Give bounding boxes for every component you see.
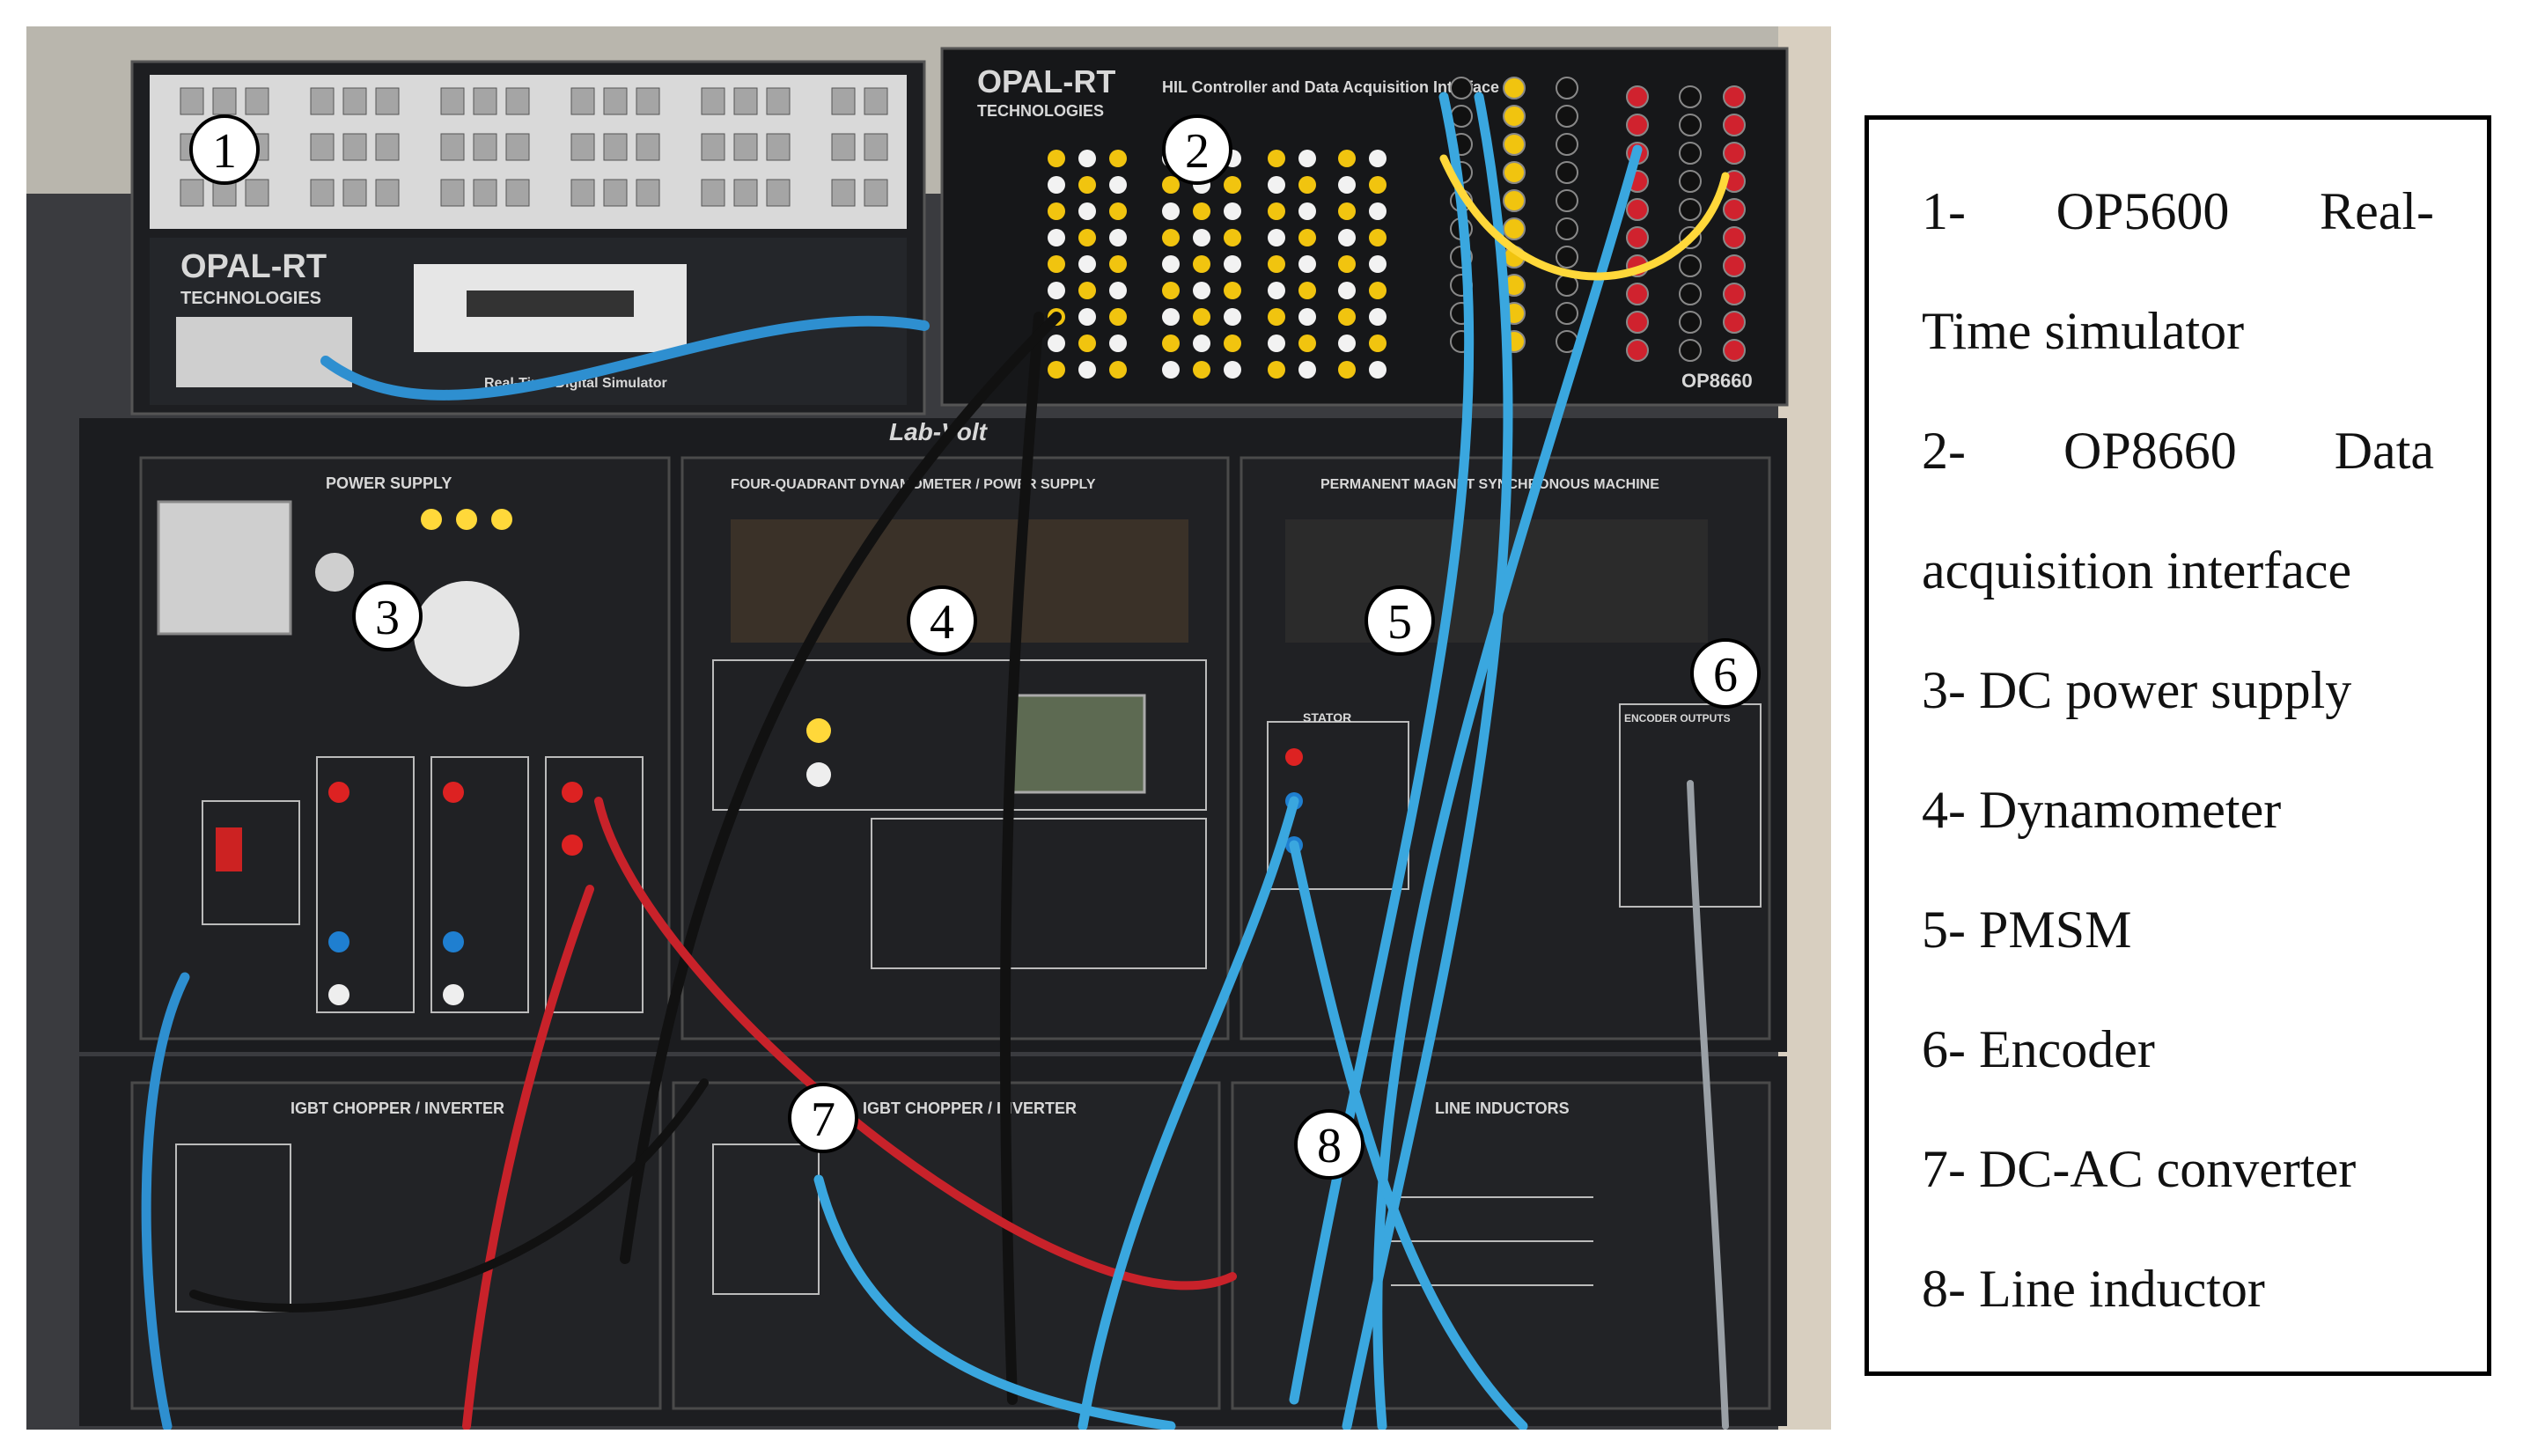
marker-label: 8	[1317, 1119, 1342, 1173]
marker-2: 2	[1162, 114, 1232, 185]
opal-brand-label-2: OPAL-RT	[977, 63, 1115, 99]
marker-7: 7	[788, 1083, 858, 1153]
markers: 1 2 3 4 5 6 7 8	[189, 114, 1761, 1180]
op8660-label: OP8660	[1681, 370, 1753, 392]
lab-setup-photo: OPAL-RT TECHNOLOGIES Real-Time Digital S…	[26, 26, 1831, 1430]
dynamometer-panel: FOUR-QUADRANT DYNAMOMETER / POWER SUPPLY	[680, 456, 1230, 1041]
igbt-mid-label: IGBT CHOPPER / INVERTER	[863, 1099, 1077, 1117]
power-supply-label: POWER SUPPLY	[326, 474, 452, 492]
marker-4: 4	[907, 585, 977, 656]
legend-item-6: 6- Encoder	[1922, 1020, 2155, 1078]
marker-label: 5	[1387, 595, 1412, 650]
marker-label: 7	[811, 1092, 835, 1147]
opal-brand-sub-label: TECHNOLOGIES	[180, 289, 321, 308]
pmsm-label: PERMANENT MAGNET SYNCHRONOUS MACHINE	[1320, 477, 1659, 492]
legend-box: 1- OP5600 Real- Time simulator 2- OP8660…	[1865, 115, 2491, 1376]
opal-brand-label: OPAL-RT	[180, 248, 327, 285]
igbt-left-label: IGBT CHOPPER / INVERTER	[291, 1099, 504, 1117]
marker-label: 2	[1185, 124, 1210, 179]
stator-label: STATOR	[1303, 710, 1351, 724]
legend-item-1a: 1- OP5600 Real-	[1922, 182, 2434, 240]
power-supply-panel: POWER SUPPLY	[139, 456, 671, 1041]
legend-item-7: 7- DC-AC converter	[1922, 1140, 2357, 1198]
igbt-left-panel: IGBT CHOPPER / INVERTER	[130, 1081, 662, 1410]
marker-1: 1	[189, 114, 260, 185]
marker-3: 3	[352, 581, 423, 651]
marker-label: 3	[375, 591, 400, 645]
legend-item-2a: 2- OP8660 Data	[1922, 422, 2434, 480]
encoder-outputs-label: ENCODER OUTPUTS	[1624, 712, 1731, 724]
legend-item-1b: Time simulator	[1922, 302, 2245, 360]
legend-item-4: 4- Dynamometer	[1922, 781, 2282, 839]
legend-item-3: 3- DC power supply	[1922, 661, 2352, 719]
marker-label: 6	[1713, 648, 1738, 702]
legend-item-5: 5- PMSM	[1922, 901, 2132, 959]
marker-8: 8	[1294, 1109, 1364, 1180]
marker-label: 4	[930, 595, 954, 650]
legend-item-8: 8- Line inductor	[1922, 1260, 2265, 1318]
op8660-unit: OPAL-RT TECHNOLOGIES HIL Controller and …	[940, 47, 1789, 407]
line-inductors-label: LINE INDUCTORS	[1435, 1099, 1570, 1117]
marker-6: 6	[1690, 638, 1761, 709]
marker-label: 1	[212, 124, 237, 179]
opal-brand-sub-label-2: TECHNOLOGIES	[977, 102, 1104, 120]
legend-item-2b: acquisition interface	[1922, 541, 2352, 599]
hil-label: HIL Controller and Data Acquisition Inte…	[1162, 78, 1499, 96]
op5600-unit: OPAL-RT TECHNOLOGIES Real-Time Digital S…	[130, 60, 926, 415]
marker-5: 5	[1364, 585, 1435, 656]
